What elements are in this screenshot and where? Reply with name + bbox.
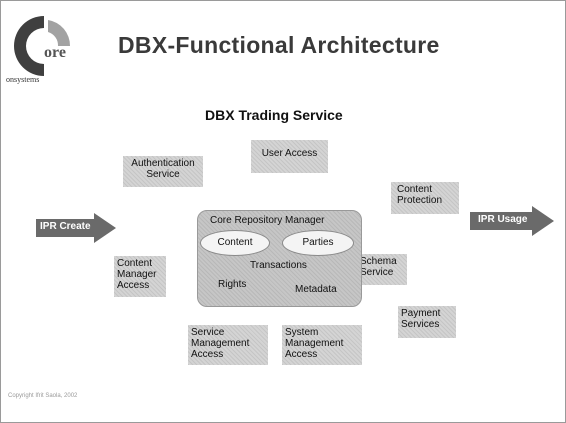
system-management-line-1: System — [285, 327, 319, 338]
core-repository-manager: Core Repository Manager Content Parties … — [197, 210, 362, 307]
content-manager-line-1: Content — [117, 258, 153, 269]
ipr-create-label: IPR Create — [40, 221, 91, 232]
logo-wordmark: onsystems — [6, 75, 40, 84]
service-management-access-box: Service Management Access — [188, 325, 268, 365]
authentication-line-2: Service — [146, 169, 180, 180]
authentication-service-box: Authentication Service — [123, 156, 203, 187]
ipr-usage-arrow — [470, 206, 554, 236]
content-protection-box: Content Protection — [391, 182, 459, 214]
payment-services-line-1: Payment — [401, 308, 441, 319]
metadata-label: Metadata — [295, 284, 337, 295]
diagram-subtitle: DBX Trading Service — [205, 107, 343, 123]
company-logo: ore — [14, 16, 71, 76]
ipr-create-arrow — [36, 213, 116, 243]
logo-lettering: ore — [44, 44, 66, 61]
parties-oval: Parties — [282, 230, 354, 256]
slide-title: DBX-Functional Architecture — [118, 32, 440, 58]
content-manager-access-box: Content Manager Access — [114, 256, 166, 297]
ipr-usage-label: IPR Usage — [478, 214, 528, 225]
service-management-line-3: Access — [191, 349, 224, 360]
core-repository-title: Core Repository Manager — [210, 215, 325, 226]
content-manager-line-2: Manager — [117, 269, 157, 280]
schema-service-line-2: Service — [360, 267, 394, 278]
system-management-line-2: Management — [285, 338, 344, 349]
copyright-footer: Copyright Ifrit Saola, 2002 — [8, 393, 78, 399]
payment-services-line-2: Services — [401, 319, 440, 330]
user-access-label: User Access — [261, 148, 318, 159]
content-protection-line-1: Content — [397, 184, 433, 195]
system-management-line-3: Access — [285, 349, 318, 360]
content-manager-line-3: Access — [117, 280, 150, 291]
parties-oval-label: Parties — [302, 237, 334, 248]
rights-label: Rights — [218, 279, 247, 290]
service-management-line-1: Service — [191, 327, 225, 338]
service-management-line-2: Management — [191, 338, 250, 349]
content-protection-line-2: Protection — [397, 195, 443, 206]
content-oval: Content — [200, 230, 270, 256]
schema-service-line-1: Schema — [360, 256, 397, 267]
transactions-label: Transactions — [250, 260, 307, 271]
content-oval-label: Content — [217, 237, 253, 248]
payment-services-box: Payment Services — [398, 306, 456, 338]
schema-service-box: Schema Service — [357, 254, 407, 285]
authentication-line-1: Authentication — [131, 158, 195, 169]
user-access-box: User Access — [251, 140, 328, 173]
system-management-access-box: System Management Access — [282, 325, 362, 365]
